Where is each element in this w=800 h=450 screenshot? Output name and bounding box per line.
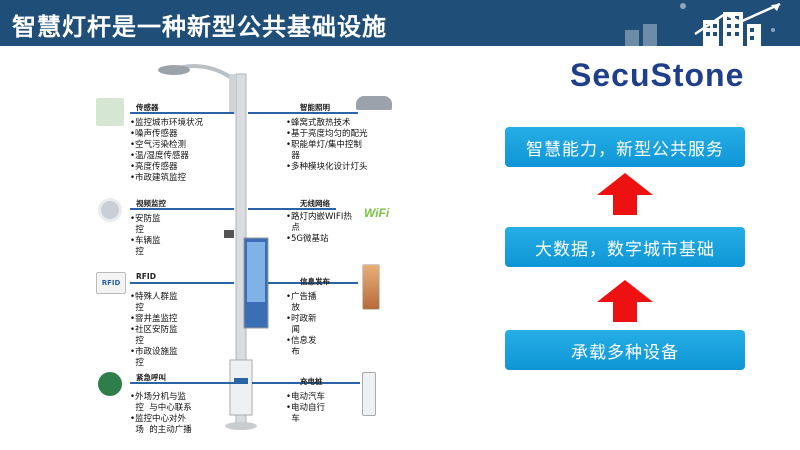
- connector-line: [252, 382, 360, 384]
- list-item: •社区安防监: [130, 325, 178, 335]
- list-item: 放: [286, 303, 300, 313]
- list-item: •蜂窝式散热技术: [286, 118, 351, 128]
- list-item: •广告播: [286, 292, 317, 302]
- lighting-items: •蜂窝式散热技术 •基于亮度均匀的配光 •职能单灯/集中控制 器 •多种模块化设…: [286, 118, 368, 173]
- list-item: •温/湿度传感器: [130, 151, 189, 161]
- list-item: •监控中心对外: [130, 414, 187, 424]
- info-items: •广告播 放 •时政新 闻 •信息发 布: [286, 292, 317, 358]
- list-item: 点: [286, 223, 300, 233]
- list-item: •时政新: [286, 314, 317, 324]
- list-item: •亮度传感器: [130, 162, 178, 172]
- sensor-icon: [96, 98, 124, 126]
- list-item: 控: [130, 303, 144, 313]
- list-item: 控: [130, 247, 144, 257]
- emergency-items: •外场分机与监 控 与中心联系 •监控中心对外 场 的主动广播: [130, 392, 192, 436]
- info-title: 信息发布: [300, 277, 330, 286]
- list-item: •电动汽车: [286, 392, 326, 402]
- list-item: •安防监: [130, 214, 161, 224]
- flow-box-bottom: 承载多种设备: [505, 330, 745, 370]
- connector-line: [130, 208, 234, 210]
- list-item: •车辆监: [130, 236, 161, 246]
- building-growth-icon: [625, 2, 781, 46]
- video-items: •安防监 控 •车辆监 控: [130, 214, 161, 258]
- list-item: •职能单灯/集中控制: [286, 140, 362, 150]
- list-item: 器: [286, 151, 300, 161]
- list-item: •外场分机与监: [130, 392, 187, 402]
- smart-pole-diagram: 传感器 •监控城市环境状况 •噪声传感器 •空气污染检测 •温/湿度传感器 •亮…: [90, 60, 410, 450]
- list-item: 场 的主动广播: [130, 425, 192, 435]
- camera-icon: [98, 198, 122, 222]
- street-light-pole-illustration: [158, 64, 269, 430]
- list-item: 控: [130, 358, 144, 368]
- emergency-call-icon: [98, 372, 122, 396]
- wifi-title: 无线网络: [300, 199, 330, 208]
- list-item: •多种模块化设计灯头: [286, 162, 368, 172]
- rfid-items: •特殊人群监 控 •窨井盖监控 •社区安防监 控 •市政设施监 控: [130, 292, 178, 369]
- wifi-icon: WiFi: [364, 206, 390, 220]
- sensor-title: 传感器: [136, 103, 159, 112]
- flow-box-middle: 大数据，数字城市基础: [505, 227, 745, 267]
- header-bar: 智慧灯杆是一种新型公共基础设施: [0, 0, 800, 46]
- connector-line: [248, 112, 358, 114]
- list-item: 布: [286, 347, 300, 357]
- info-screen-icon: [362, 264, 380, 310]
- rfid-title: RFID: [136, 272, 156, 281]
- list-item: •特殊人群监: [130, 292, 178, 302]
- lighting-title: 智能照明: [300, 103, 330, 112]
- list-item: •窨井盖监控: [130, 314, 178, 324]
- list-item: •监控城市环境状况: [130, 118, 204, 128]
- list-item: •空气污染检测: [130, 140, 187, 150]
- connector-line: [130, 382, 234, 384]
- connector-line: [130, 112, 234, 114]
- list-item: 控 与中心联系: [130, 403, 192, 413]
- list-item: •噪声传感器: [130, 129, 178, 139]
- lamp-head-icon: [356, 96, 392, 110]
- flow-box-top: 智慧能力，新型公共服务: [505, 127, 745, 167]
- list-item: •市政建筑监控: [130, 173, 187, 183]
- connector-line: [248, 208, 336, 210]
- list-item: •电动自行: [286, 403, 326, 413]
- list-item: 控: [130, 225, 144, 235]
- charging-title: 充电桩: [300, 377, 323, 386]
- charging-pile-icon: [362, 372, 376, 416]
- page-title: 智慧灯杆是一种新型公共基础设施: [12, 13, 387, 41]
- list-item: 闻: [286, 325, 300, 335]
- rfid-icon: RFID: [96, 272, 126, 294]
- list-item: •5G微基站: [286, 234, 329, 244]
- wifi-items: •路灯内嵌WIFI热 点 •5G微基站: [286, 212, 352, 245]
- connector-line: [130, 282, 234, 284]
- emergency-title: 紧急呼叫: [136, 373, 166, 382]
- charging-items: •电动汽车 •电动自行 车: [286, 392, 325, 425]
- list-item: 控: [130, 336, 144, 346]
- list-item: •市政设施监: [130, 347, 178, 357]
- list-item: •基于亮度均匀的配光: [286, 129, 368, 139]
- sensor-items: •监控城市环境状况 •噪声传感器 •空气污染检测 •温/湿度传感器 •亮度传感器…: [130, 118, 203, 184]
- list-item: •信息发: [286, 336, 317, 346]
- connector-line: [268, 282, 358, 284]
- list-item: 车: [286, 414, 300, 424]
- video-title: 视频监控: [136, 199, 166, 208]
- list-item: •路灯内嵌WIFI热: [286, 212, 352, 222]
- up-arrow-icon: [597, 173, 653, 215]
- secustone-logo: SecuStone: [570, 57, 745, 93]
- up-arrow-icon: [597, 280, 653, 322]
